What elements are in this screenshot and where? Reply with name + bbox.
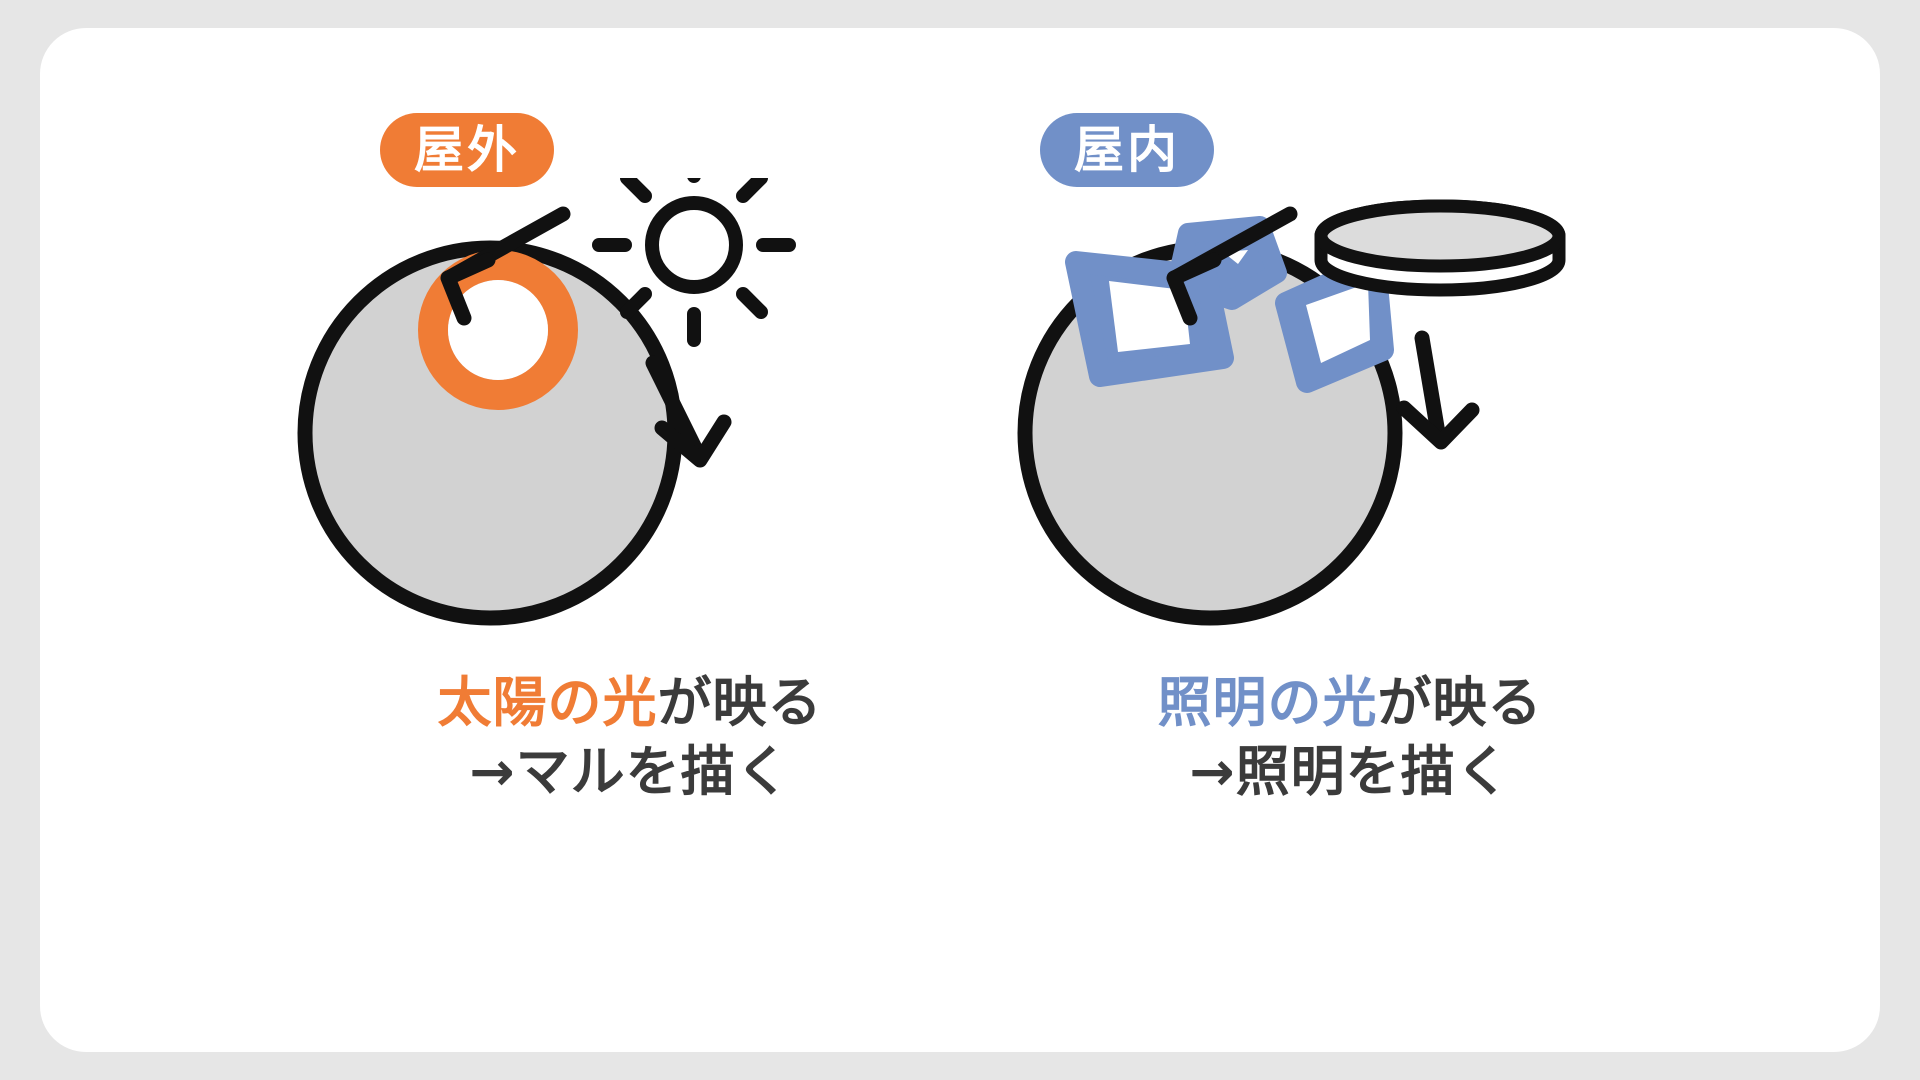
- outgoing-light-arrow-outdoor: [645, 355, 732, 468]
- content-card: 屋外: [40, 28, 1880, 1052]
- sun-reflection-core: [448, 280, 548, 380]
- badge-outdoor: 屋外: [380, 113, 554, 187]
- caption-indoor: 照明の光が映る →照明を描く: [970, 668, 1730, 806]
- light-reflections: [1065, 216, 1394, 393]
- panel-indoor: 屋内: [970, 28, 1730, 1052]
- caption-outdoor-line2: →マルを描く: [469, 740, 791, 804]
- caption-outdoor-rest: が映る: [657, 671, 823, 734]
- caption-indoor-rest: が映る: [1377, 671, 1543, 734]
- panel-outdoor: 屋外: [250, 28, 1010, 1052]
- incoming-light-arrow-outdoor: [440, 206, 571, 326]
- badge-indoor: 屋内: [1040, 113, 1214, 187]
- caption-outdoor-accent: 太陽の光: [437, 671, 658, 734]
- caption-indoor-line1: 照明の光が映る: [970, 668, 1730, 737]
- scene-indoor: [1017, 199, 1566, 626]
- incoming-light-arrow-indoor: [1166, 206, 1298, 326]
- scene-outdoor: [297, 178, 796, 626]
- caption-indoor-accent: 照明の光: [1157, 671, 1378, 734]
- caption-outdoor-line1: 太陽の光が映る: [250, 668, 1010, 737]
- outgoing-light-arrow-indoor: [1396, 330, 1480, 450]
- sun-icon: [592, 178, 796, 347]
- sun-reflection-ring: [418, 250, 578, 410]
- light-reflection-left: [1065, 251, 1234, 387]
- caption-indoor-line2: →照明を描く: [1189, 740, 1511, 804]
- caption-outdoor: 太陽の光が映る →マルを描く: [250, 668, 1010, 806]
- ceiling-light-icon: [1314, 199, 1566, 297]
